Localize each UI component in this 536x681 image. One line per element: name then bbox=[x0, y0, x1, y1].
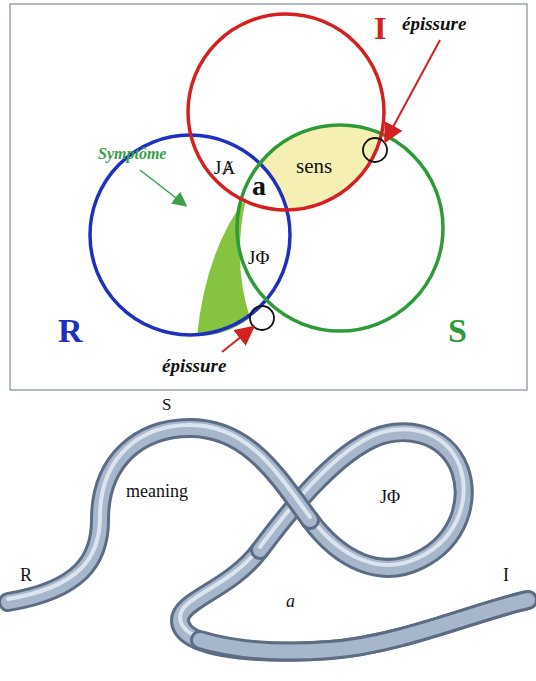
strand-name: R bbox=[20, 566, 32, 584]
symptom-label: Symptôme bbox=[98, 146, 166, 162]
ring-name: R bbox=[58, 314, 83, 348]
strand-name: I bbox=[503, 566, 509, 584]
region-label: JΦ bbox=[380, 488, 400, 506]
sens-label: sens bbox=[296, 156, 332, 177]
splice-mark bbox=[250, 306, 274, 330]
pointer-arrow bbox=[140, 170, 185, 205]
splice-mark bbox=[363, 138, 387, 162]
jouissance-label: JȺ bbox=[214, 158, 235, 177]
sens-region bbox=[90, 125, 443, 335]
jouissance-label: JΦ bbox=[248, 248, 269, 267]
ring-name: S bbox=[448, 314, 467, 348]
imaginary-ring bbox=[188, 14, 384, 210]
pointer-arrow bbox=[222, 328, 252, 352]
pointer-arrow bbox=[386, 40, 440, 140]
region-label: a bbox=[286, 592, 295, 610]
splice-label: épissure bbox=[162, 356, 226, 375]
region-label: meaning bbox=[126, 482, 188, 500]
symptom-region bbox=[197, 198, 250, 336]
ring-name: I bbox=[374, 12, 386, 44]
object-a-label: a bbox=[252, 172, 266, 200]
symbolic-ring bbox=[237, 125, 443, 331]
trefoil-knot bbox=[8, 425, 528, 652]
panel-frame bbox=[10, 4, 527, 390]
splice-label: épissure bbox=[402, 14, 466, 33]
strand-name: S bbox=[162, 396, 171, 413]
